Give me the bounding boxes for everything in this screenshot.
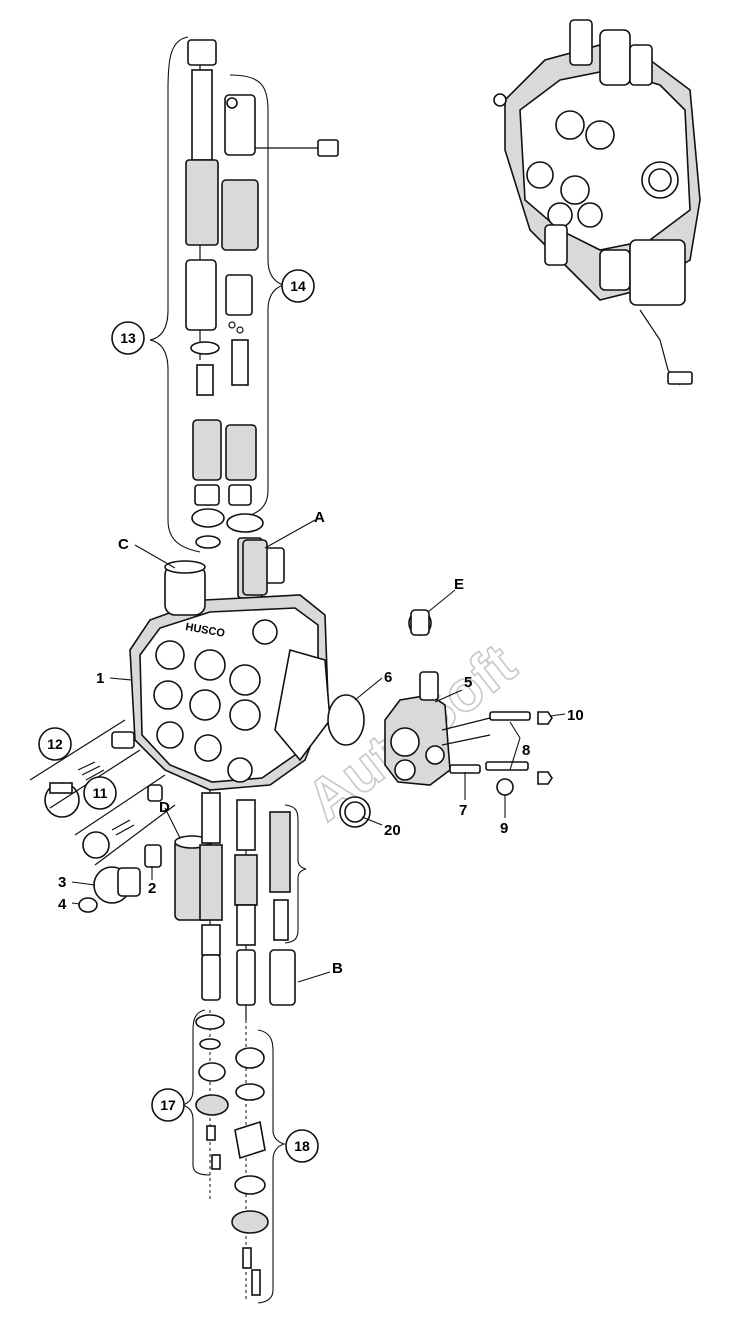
brace-17 [181, 1009, 211, 1176]
label-20: 20 [384, 822, 401, 839]
label-10: 10 [567, 707, 584, 724]
callout-18: 18 [285, 1129, 319, 1163]
callout-13-text: 13 [120, 330, 136, 346]
brace-13 [149, 36, 201, 553]
leader-10 [549, 713, 566, 717]
callout-12: 12 [38, 727, 72, 761]
label-4: 4 [58, 896, 67, 913]
brace-right [284, 804, 307, 944]
assembled-valve-inset [493, 19, 701, 386]
leader-5 [434, 689, 463, 703]
leader-c [134, 544, 176, 569]
label-e: E [454, 576, 464, 593]
label-6: 6 [384, 669, 392, 686]
spool-stack-bottom [195, 790, 296, 1300]
left-side-parts [29, 719, 212, 921]
label-c: C [118, 536, 129, 553]
label-1: 1 [96, 670, 104, 687]
callout-17-text: 17 [160, 1097, 176, 1113]
leader-b [297, 971, 331, 983]
spool-stack-top [185, 39, 339, 599]
label-b: B [332, 960, 343, 977]
leader-e [427, 589, 456, 613]
label-7: 7 [459, 802, 467, 819]
label-2: 2 [148, 880, 156, 897]
leader-4 [71, 902, 81, 905]
leader-8 [509, 721, 521, 771]
label-d: D [159, 799, 170, 816]
label-8: 8 [522, 742, 530, 759]
cartridge-a [242, 539, 268, 596]
callout-18-text: 18 [294, 1138, 310, 1154]
label-3: 3 [58, 874, 66, 891]
callout-11-text: 11 [93, 785, 108, 801]
leader-6 [354, 677, 383, 701]
valve-body: HUSCO [129, 560, 331, 791]
callout-17: 17 [151, 1088, 185, 1122]
callout-14: 14 [281, 269, 315, 303]
leader-1 [109, 677, 133, 681]
label-9: 9 [500, 820, 508, 837]
label-5: 5 [464, 674, 472, 691]
leader-20 [361, 816, 383, 826]
callout-12-text: 12 [47, 736, 63, 752]
callout-13: 13 [111, 321, 145, 355]
callout-14-text: 14 [290, 278, 306, 294]
leader-3 [71, 881, 96, 886]
leader-a [264, 519, 316, 549]
callout-11: 11 [83, 776, 117, 810]
label-a: A [314, 509, 325, 526]
leader-d [164, 807, 181, 839]
brace-18 [257, 1029, 286, 1304]
